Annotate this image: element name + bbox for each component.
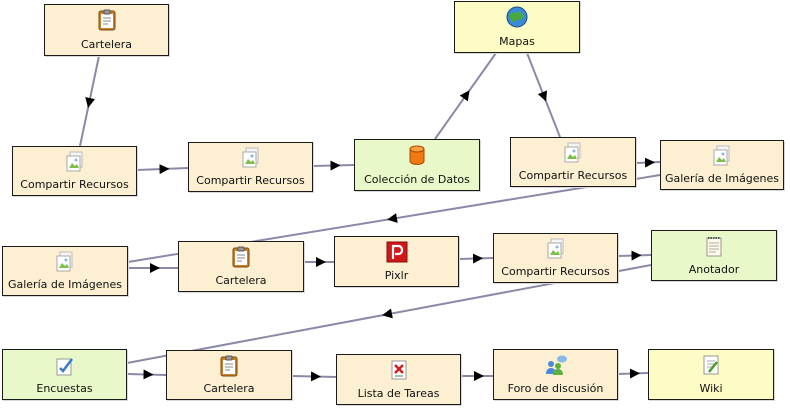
node-coleccion-de-datos[interactable]: Colección de Datos bbox=[354, 139, 480, 191]
node-compartir-recursos-1[interactable]: Compartir Recursos bbox=[12, 146, 137, 196]
node-label: Galería de Imágenes bbox=[7, 278, 123, 291]
image-share-icon bbox=[240, 147, 262, 169]
node-label: Foro de discusión bbox=[507, 382, 604, 395]
node-galeria-de-imagenes-1[interactable]: Galería de Imágenes bbox=[660, 140, 784, 190]
image-share-icon bbox=[545, 238, 567, 260]
node-label: Encuestas bbox=[36, 382, 93, 395]
node-label: Compartir Recursos bbox=[501, 265, 610, 278]
node-compartir-recursos-4[interactable]: Compartir Recursos bbox=[493, 233, 618, 283]
node-label: Compartir Recursos bbox=[518, 169, 628, 182]
arrowhead bbox=[387, 213, 398, 223]
wiki-icon bbox=[700, 354, 722, 376]
node-lista-de-tareas[interactable]: Lista de Tareas bbox=[336, 354, 461, 405]
forum-icon bbox=[545, 354, 567, 376]
node-compartir-recursos-3[interactable]: Compartir Recursos bbox=[510, 137, 636, 187]
node-label: Cartelera bbox=[80, 38, 133, 51]
node-label: Cartelera bbox=[215, 274, 267, 287]
node-label: Colección de Datos bbox=[364, 173, 470, 186]
task-list-icon bbox=[388, 359, 410, 381]
node-galeria-de-imagenes-2[interactable]: Galería de Imágenes bbox=[2, 246, 128, 296]
image-share-icon bbox=[711, 145, 733, 167]
node-label: Galería de Imágenes bbox=[664, 172, 780, 185]
node-label: Cartelera bbox=[203, 382, 255, 395]
node-label: Compartir Recursos bbox=[196, 174, 305, 187]
node-wiki[interactable]: Wiki bbox=[648, 349, 774, 400]
node-pixlr[interactable]: Pixlr bbox=[334, 236, 459, 287]
globe-icon bbox=[506, 6, 528, 28]
node-foro-de-discusion[interactable]: Foro de discusión bbox=[493, 349, 618, 400]
node-label: Mapas bbox=[499, 35, 535, 48]
node-encuestas[interactable]: Encuestas bbox=[2, 349, 127, 400]
node-label: Compartir Recursos bbox=[20, 178, 129, 191]
node-cartelera-1[interactable]: Cartelera bbox=[44, 4, 169, 56]
node-label: Wiki bbox=[699, 382, 723, 395]
node-label: Lista de Tareas bbox=[357, 387, 440, 400]
clipboard-icon bbox=[230, 246, 252, 268]
node-compartir-recursos-2[interactable]: Compartir Recursos bbox=[188, 142, 313, 192]
node-label: Anotador bbox=[688, 263, 740, 276]
image-share-icon bbox=[562, 142, 584, 164]
node-cartelera-3[interactable]: Cartelera bbox=[166, 350, 292, 400]
database-icon bbox=[406, 144, 428, 166]
node-anotador[interactable]: Anotador bbox=[651, 230, 777, 281]
image-share-icon bbox=[54, 251, 76, 273]
clipboard-icon bbox=[218, 355, 240, 377]
node-cartelera-2[interactable]: Cartelera bbox=[178, 241, 304, 292]
clipboard-icon bbox=[96, 9, 118, 31]
image-share-icon bbox=[64, 151, 86, 173]
node-mapas[interactable]: Mapas bbox=[454, 1, 580, 53]
survey-icon bbox=[54, 354, 76, 376]
notepad-icon bbox=[703, 235, 725, 257]
node-label: Pixlr bbox=[384, 269, 409, 282]
pixlr-icon bbox=[386, 241, 408, 263]
